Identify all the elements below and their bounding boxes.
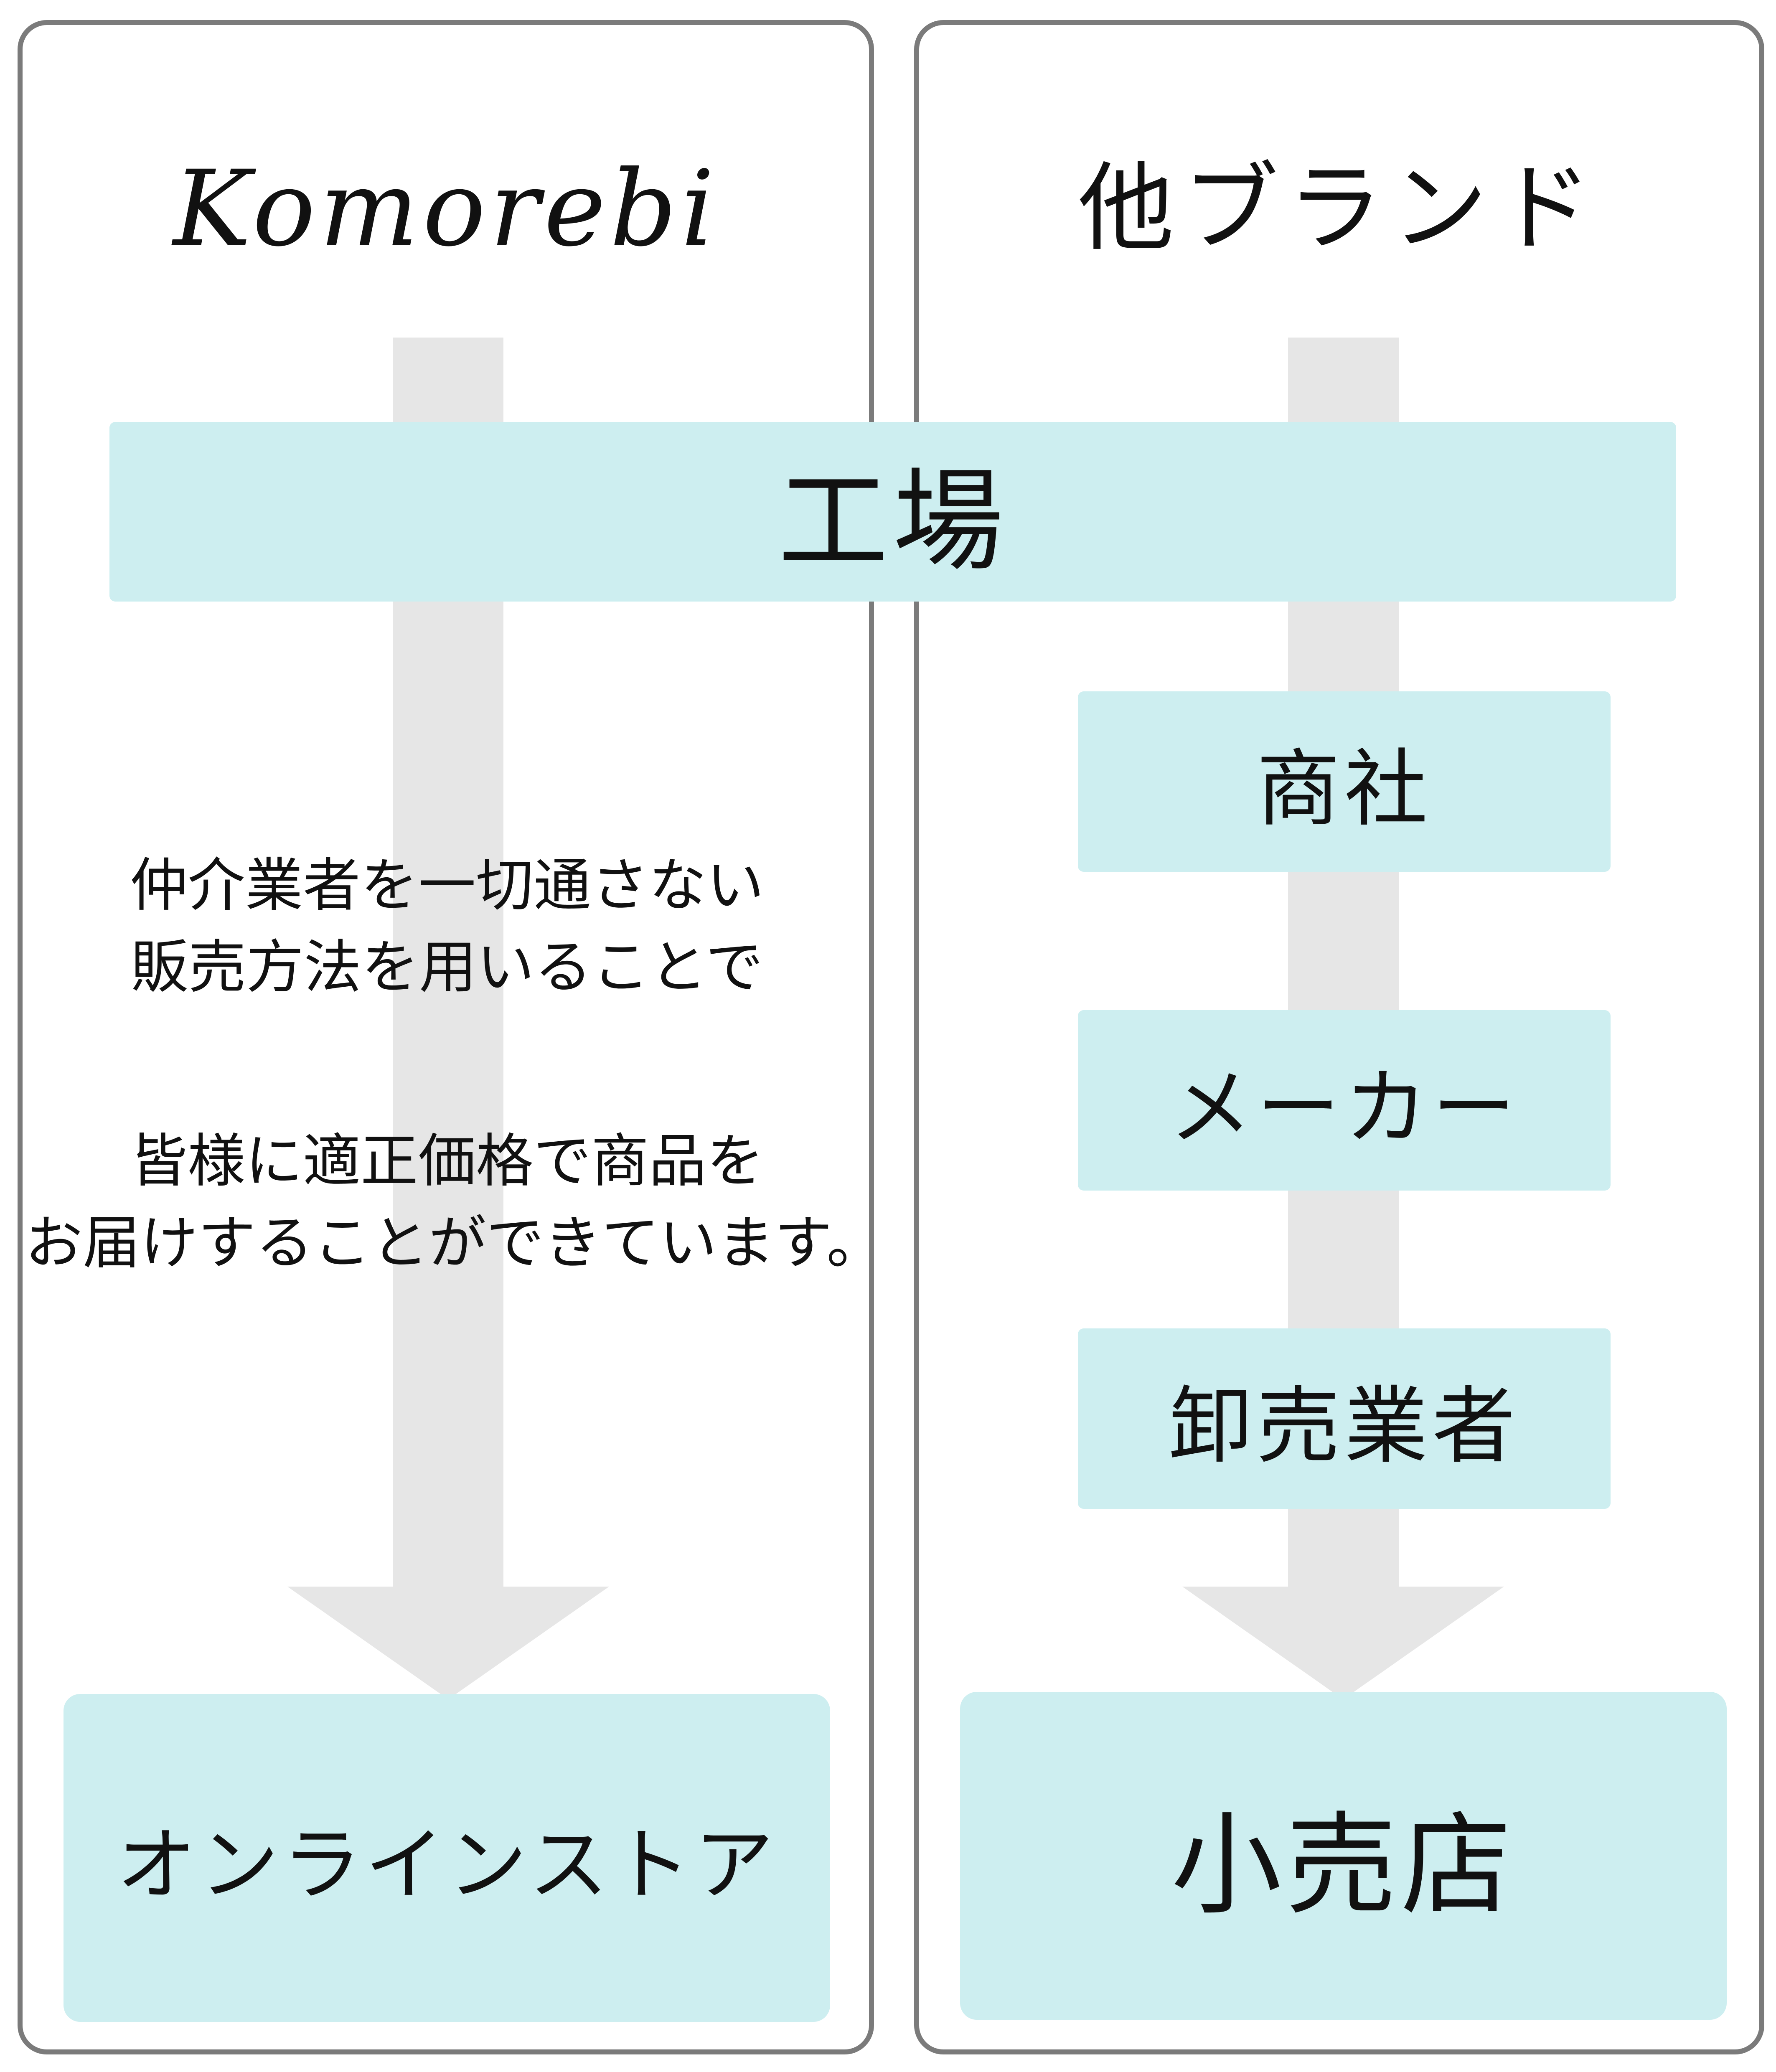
factory-box: 工場 [109,422,1676,602]
description-direct-sales: 仲介業者を一切通さない 販売方法を用いることで [25,845,869,1008]
description-line: 販売方法を用いることで [131,934,763,1001]
trading-company-box: 商社 [1078,691,1611,872]
komorebi-title: Komorebi [173,148,719,269]
retail-store-label: 小売店 [1171,1801,1516,1930]
wholesaler-box: 卸売業者 [1078,1328,1611,1509]
manufacturer-box: メーカー [1078,1010,1611,1191]
online-store-box: オンラインストア [64,1694,830,2022]
step-label: メーカー [1169,1059,1520,1157]
right-arrow-head [1182,1587,1504,1699]
retail-store-box: 小売店 [960,1692,1727,2020]
description-line: 仲介業者を一切通さない [130,852,764,919]
description-line: お届けすることができています。 [25,1209,884,1277]
other-brands-title: 他ブランド [1078,153,1601,264]
description-fair-price: 皆様に適正価格で商品を お届けすることができています。 [25,1120,884,1284]
factory-label: 工場 [778,457,1008,586]
step-label: 卸売業者 [1169,1378,1520,1475]
online-store-label: オンラインストア [117,1819,777,1911]
step-label: 商社 [1256,741,1432,838]
description-line: 皆様に適正価格で商品を [130,1127,764,1195]
left-arrow-head [287,1587,609,1699]
